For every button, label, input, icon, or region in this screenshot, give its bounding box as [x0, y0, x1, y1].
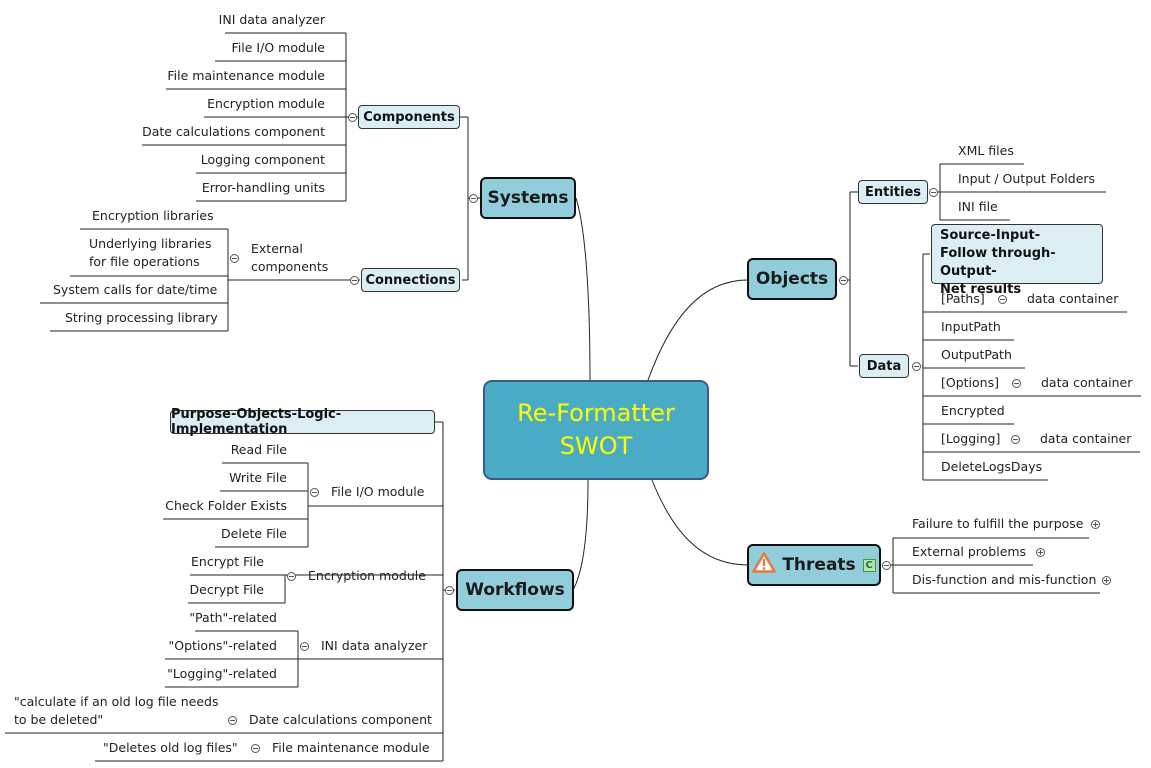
collapse-toggle-maintenance[interactable] — [251, 744, 260, 753]
encryption-item[interactable]: Decrypt File — [189, 582, 264, 597]
file-io-item[interactable]: Read File — [230, 442, 287, 457]
data-item[interactable]: [Logging] — [941, 431, 1001, 446]
external-components-label-line1[interactable]: External — [251, 241, 303, 256]
topic-threats[interactable]: Threats C — [747, 544, 881, 586]
external-components-label-line2[interactable]: components — [251, 259, 329, 274]
date-note-line2[interactable]: to be deleted" — [14, 712, 104, 727]
component-item[interactable]: File I/O module — [231, 40, 325, 55]
collapse-toggle-components[interactable] — [348, 113, 357, 122]
central-topic[interactable]: Re-Formatter SWOT — [483, 380, 709, 480]
external-item[interactable]: Underlying libraries — [89, 236, 212, 251]
subtopic-components[interactable]: Components — [358, 105, 460, 129]
workflow-maintenance-label[interactable]: File maintenance module — [272, 740, 430, 755]
threat-item[interactable]: Dis-function and mis-function — [912, 572, 1097, 587]
subtopic-connections-label: Connections — [365, 272, 456, 288]
entity-item[interactable]: XML files — [958, 143, 1014, 158]
component-item[interactable]: Error-handling units — [201, 180, 325, 195]
ini-item[interactable]: "Path"-related — [189, 610, 277, 625]
central-title-line2: SWOT — [559, 432, 633, 460]
collapse-toggle-ini[interactable] — [300, 642, 309, 651]
workflows-summary-label: Purpose-Objects-Logic-Implementation — [171, 407, 342, 437]
workflow-ini-label[interactable]: INI data analyzer — [321, 638, 428, 653]
topic-workflows[interactable]: Workflows — [456, 569, 574, 611]
collapse-toggle-entities[interactable] — [929, 188, 938, 197]
expand-toggle-threat[interactable] — [1036, 548, 1045, 557]
collapse-toggle-file-io[interactable] — [310, 488, 319, 497]
external-item[interactable]: Encryption libraries — [92, 208, 214, 223]
topic-systems-label: Systems — [487, 188, 569, 208]
collapse-toggle-date[interactable] — [228, 716, 237, 725]
subtopic-components-label: Components — [363, 109, 455, 125]
threat-item[interactable]: External problems — [912, 544, 1027, 559]
external-item-cont[interactable]: for file operations — [89, 254, 200, 269]
collapse-toggle-encryption[interactable] — [287, 572, 296, 581]
topic-systems[interactable]: Systems — [480, 177, 576, 219]
subtopic-data[interactable]: Data — [859, 354, 909, 378]
component-item[interactable]: File maintenance module — [167, 68, 325, 83]
topic-threats-label: Threats — [782, 555, 856, 575]
file-io-item[interactable]: Check Folder Exists — [165, 498, 287, 513]
workflow-date-label[interactable]: Date calculations component — [249, 712, 432, 727]
entity-item[interactable]: INI file — [958, 199, 998, 214]
collapse-toggle-connections[interactable] — [350, 276, 359, 285]
date-note-line1[interactable]: "calculate if an old log file needs — [14, 694, 219, 709]
expand-toggle-threat[interactable] — [1102, 576, 1111, 585]
collapse-toggle-objects[interactable] — [839, 276, 848, 285]
file-io-item[interactable]: Write File — [229, 470, 287, 485]
workflow-encryption-label[interactable]: Encryption module — [308, 568, 426, 583]
c-badge-icon: C — [862, 558, 876, 572]
subtopic-connections[interactable]: Connections — [361, 268, 460, 292]
component-item[interactable]: Encryption module — [207, 96, 325, 111]
external-item[interactable]: String processing library — [65, 310, 218, 325]
collapse-toggle-systems[interactable] — [469, 194, 478, 203]
entity-item[interactable]: Input / Output Folders — [958, 171, 1096, 186]
data-item[interactable]: OutputPath — [941, 347, 1012, 362]
data-item[interactable]: DeleteLogsDays — [941, 459, 1043, 474]
topic-objects[interactable]: Objects — [747, 258, 837, 300]
external-item[interactable]: System calls for date/time — [53, 282, 218, 297]
data-summary-line: Source-Input- — [940, 228, 1041, 243]
topic-objects-label: Objects — [755, 269, 829, 289]
collapse-toggle-options[interactable] — [1012, 379, 1021, 388]
data-item[interactable]: Encrypted — [941, 403, 1005, 418]
maintenance-note[interactable]: "Deletes old log files" — [103, 740, 238, 755]
subtopic-entities-label: Entities — [864, 184, 922, 200]
workflows-summary-node[interactable]: Purpose-Objects-Logic-Implementation — [170, 407, 435, 437]
data-item-note[interactable]: data container — [1040, 431, 1132, 446]
component-item[interactable]: Date calculations component — [142, 124, 325, 139]
subtopic-entities[interactable]: Entities — [858, 180, 928, 204]
data-item[interactable]: [Paths] — [941, 291, 985, 306]
threat-item[interactable]: Failure to fulfill the purpose — [912, 516, 1084, 531]
data-summary-node[interactable]: Source-Input- Follow through-Output- Net… — [931, 224, 1103, 297]
topic-workflows-label: Workflows — [465, 580, 565, 600]
component-item[interactable]: INI data analyzer — [218, 12, 325, 27]
data-item-note[interactable]: data container — [1041, 375, 1133, 390]
collapse-toggle-logging[interactable] — [1011, 435, 1020, 444]
component-item[interactable]: Logging component — [200, 152, 325, 167]
file-io-item[interactable]: Delete File — [221, 526, 287, 541]
warning-icon — [752, 552, 777, 578]
data-summary-line: Net results — [940, 282, 1022, 297]
data-item[interactable]: InputPath — [941, 319, 1001, 334]
collapse-toggle-threats[interactable] — [882, 561, 891, 570]
ini-item[interactable]: "Options"-related — [168, 638, 277, 653]
central-title-line1: Re-Formatter — [517, 399, 675, 427]
subtopic-data-label: Data — [866, 358, 902, 374]
data-summary-line: Follow through-Output- — [940, 246, 1056, 279]
data-item-note[interactable]: data container — [1027, 291, 1119, 306]
ini-item[interactable]: "Logging"-related — [167, 666, 277, 681]
collapse-toggle-workflows[interactable] — [445, 586, 454, 595]
workflow-file-io-label[interactable]: File I/O module — [331, 484, 425, 499]
collapse-toggle-data[interactable] — [912, 362, 921, 371]
data-item[interactable]: [Options] — [941, 375, 999, 390]
collapse-toggle-paths[interactable] — [998, 295, 1007, 304]
expand-toggle-threat[interactable] — [1091, 520, 1100, 529]
collapse-toggle-external-components[interactable] — [230, 254, 239, 263]
encryption-item[interactable]: Encrypt File — [191, 554, 264, 569]
